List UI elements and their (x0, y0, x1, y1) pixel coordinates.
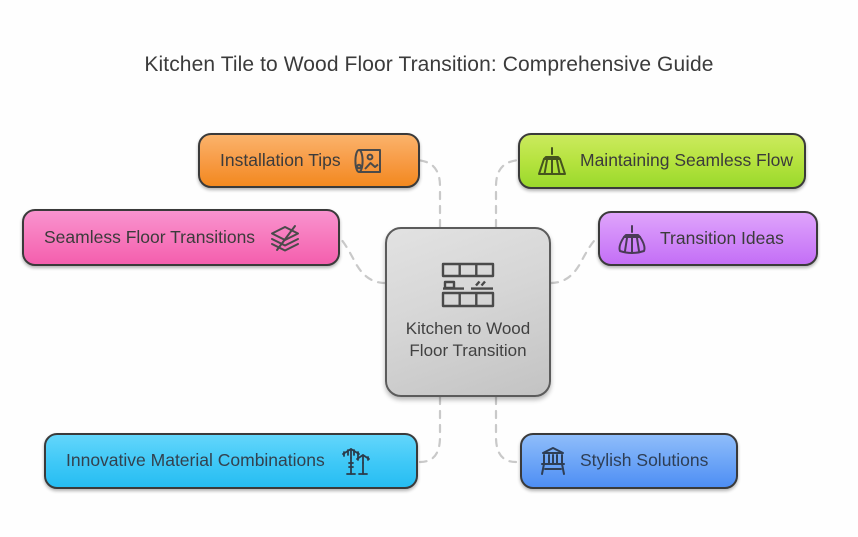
brick-wall-icon (440, 262, 496, 308)
layers-stack-icon (269, 224, 301, 252)
connector-seamless-floor-transitions (338, 236, 387, 285)
branch-label-installation-tips: Installation Tips (220, 149, 341, 170)
branch-node-installation-tips[interactable]: Installation Tips (198, 133, 420, 188)
branch-label-transition-ideas: Transition Ideas (660, 227, 784, 248)
branch-label-stylish-solutions: Stylish Solutions (580, 450, 709, 471)
branch-node-maintaining-seamless-flow[interactable]: Maintaining Seamless Flow (518, 133, 806, 189)
connector-transition-ideas (549, 237, 598, 285)
branch-label-seamless-floor-transitions: Seamless Floor Transitions (44, 226, 256, 247)
central-node[interactable]: Kitchen to Wood Floor Transition (385, 227, 551, 397)
branch-node-transition-ideas[interactable]: Transition Ideas (598, 211, 818, 266)
broom-icon (536, 146, 568, 176)
branch-node-stylish-solutions[interactable]: Stylish Solutions (520, 433, 738, 489)
blueprint-roll-icon (353, 148, 383, 174)
central-node-label: Kitchen to Wood Floor Transition (405, 318, 531, 360)
connector-installation-tips (412, 158, 442, 229)
connector-innovative-material-combinations (418, 395, 442, 464)
branch-node-seamless-floor-transitions[interactable]: Seamless Floor Transitions (22, 209, 340, 266)
trees-icon (339, 446, 371, 476)
chair-icon (538, 446, 568, 476)
broom-icon (616, 224, 648, 254)
branch-node-innovative-material-combinations[interactable]: Innovative Material Combinations (44, 433, 418, 489)
branch-label-maintaining-seamless-flow: Maintaining Seamless Flow (580, 150, 794, 171)
page-title: Kitchen Tile to Wood Floor Transition: C… (144, 53, 714, 76)
connector-maintaining-seamless-flow (494, 158, 524, 229)
branch-label-innovative-material-combinations: Innovative Material Combinations (66, 450, 325, 471)
connector-stylish-solutions (494, 395, 518, 464)
